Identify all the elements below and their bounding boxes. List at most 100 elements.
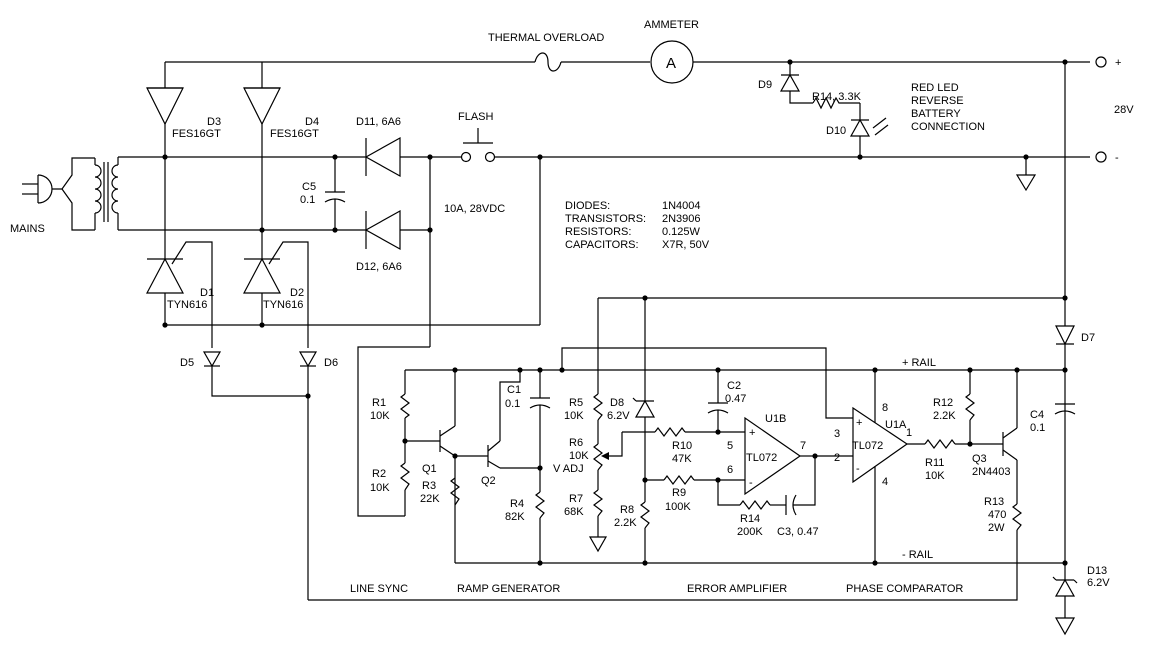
r6-ref: R6 bbox=[569, 437, 583, 449]
u1a-val: TL072 bbox=[852, 440, 883, 452]
q3-val: 2N4403 bbox=[972, 466, 1011, 478]
d1-val: TYN616 bbox=[167, 299, 207, 311]
capacitor-c2 bbox=[707, 370, 729, 432]
r3-val: 22K bbox=[420, 493, 440, 505]
c5-ref: C5 bbox=[302, 181, 316, 193]
section-ramp-generator: RAMP GENERATOR bbox=[457, 583, 560, 595]
mains-plug bbox=[22, 157, 95, 231]
minus-rail-label: - RAIL bbox=[902, 549, 933, 561]
transformer bbox=[94, 157, 119, 230]
resistor-r4 bbox=[535, 491, 545, 563]
diode-d5 bbox=[202, 351, 308, 397]
d3-val: FES16GT bbox=[172, 128, 221, 140]
led-d10 bbox=[849, 103, 889, 157]
r8-val: 2.2K bbox=[614, 517, 637, 529]
transistor-q2 bbox=[455, 370, 540, 469]
resistor-r3 bbox=[450, 477, 460, 506]
u1a-pin3: 3 bbox=[834, 428, 840, 440]
red-led-label: RED LED bbox=[911, 82, 959, 94]
zener-d8 bbox=[632, 298, 656, 502]
d11-ref: D11, 6A6 bbox=[356, 116, 401, 128]
r11-val: 10K bbox=[925, 470, 945, 482]
d6-ref: D6 bbox=[324, 357, 338, 369]
c1-ref: C1 bbox=[507, 384, 521, 396]
note-value: 2N3906 bbox=[662, 213, 701, 225]
capacitor-c1 bbox=[529, 370, 551, 492]
capacitor-c5 bbox=[324, 157, 346, 230]
r1-val: 10K bbox=[370, 410, 390, 422]
r11-ref: R11 bbox=[925, 457, 944, 469]
d12-ref: D12, 6A6 bbox=[356, 261, 402, 273]
c2-ref: C2 bbox=[727, 380, 741, 392]
v-adj-label: V ADJ bbox=[553, 463, 584, 475]
u1a-pin2: 2 bbox=[834, 452, 840, 464]
note-key: CAPACITORS: bbox=[565, 239, 639, 251]
r2-ref: R2 bbox=[372, 468, 386, 480]
zener-d13 bbox=[1052, 563, 1078, 636]
note-value: X7R, 50V bbox=[662, 239, 710, 251]
capacitor-c4 bbox=[1054, 403, 1076, 415]
feedback-network bbox=[717, 455, 853, 516]
diode-d6 bbox=[298, 351, 318, 600]
u1b-val: TL072 bbox=[746, 452, 777, 464]
r14a-ref: R14, 3.3K bbox=[812, 91, 862, 103]
u1b-pin7: 7 bbox=[800, 440, 806, 452]
resistor-r12 bbox=[965, 370, 975, 444]
r2-val: 10K bbox=[370, 482, 390, 494]
note-value: 1N4004 bbox=[662, 200, 701, 212]
resistor-r10 bbox=[622, 427, 745, 437]
resistor-r11 bbox=[924, 439, 1003, 449]
u1b-minus: - bbox=[749, 477, 753, 489]
minus-terminal bbox=[1095, 151, 1107, 163]
resistor-r1 bbox=[400, 370, 410, 463]
resistor-r8 bbox=[640, 501, 650, 563]
r7-val: 68K bbox=[564, 506, 584, 518]
resistor-r14-3k3 bbox=[812, 96, 860, 110]
diode-d11 bbox=[360, 136, 430, 178]
r5-val: 10K bbox=[564, 410, 584, 422]
d2-val: TYN616 bbox=[263, 299, 303, 311]
section-error-amplifier: ERROR AMPLIFIER bbox=[687, 583, 787, 595]
c1-val: 0.1 bbox=[505, 398, 520, 410]
resistor-r9 bbox=[645, 475, 745, 485]
u1a-pin4: 4 bbox=[882, 476, 888, 488]
r7-ref: R7 bbox=[569, 493, 583, 505]
r13-val: 470 bbox=[988, 509, 1006, 521]
potentiometer-r6 bbox=[593, 432, 623, 490]
u1a-minus: - bbox=[856, 463, 860, 475]
u1a-ref: U1A bbox=[885, 419, 907, 431]
flash-rating: 10A, 28VDC bbox=[444, 203, 505, 215]
ground-symbol bbox=[1015, 157, 1037, 192]
thermal-overload-label: THERMAL OVERLOAD bbox=[488, 32, 604, 44]
r10-ref: R10 bbox=[672, 440, 692, 452]
q2-ref: Q2 bbox=[481, 475, 496, 487]
r4-val: 82K bbox=[505, 511, 525, 523]
d1-ref: D1 bbox=[200, 287, 214, 299]
thyristor-d2 bbox=[243, 241, 309, 348]
ammeter-symbol: A bbox=[666, 55, 676, 72]
r12-ref: R12 bbox=[933, 397, 953, 409]
battery-label: BATTERY bbox=[911, 108, 961, 120]
u1b-plus: + bbox=[749, 427, 755, 439]
r14b-val: 200K bbox=[737, 526, 763, 538]
note-value: 0.125W bbox=[662, 226, 701, 238]
component-notes: DIODES: 1N4004 TRANSISTORS: 2N3906 RESIS… bbox=[565, 200, 710, 251]
d13-ref: D13 bbox=[1087, 565, 1107, 577]
d8-ref: D8 bbox=[610, 397, 624, 409]
section-phase-comparator: PHASE COMPARATOR bbox=[846, 583, 963, 595]
transistor-q1 bbox=[405, 370, 456, 563]
ammeter: A bbox=[650, 40, 1090, 84]
r9-val: 100K bbox=[665, 501, 691, 513]
c4-val: 0.1 bbox=[1030, 422, 1045, 434]
u1b-pin5: 5 bbox=[727, 440, 733, 452]
r14b-ref: R14 bbox=[740, 513, 760, 525]
q3-ref: Q3 bbox=[972, 453, 987, 465]
resistor-r13 bbox=[1012, 503, 1022, 531]
r10-val: 47K bbox=[672, 453, 692, 465]
plus-label: + bbox=[1115, 57, 1121, 69]
c5-val: 0.1 bbox=[300, 194, 315, 206]
plus-rail-label: + RAIL bbox=[902, 357, 936, 369]
r5-ref: R5 bbox=[569, 397, 583, 409]
